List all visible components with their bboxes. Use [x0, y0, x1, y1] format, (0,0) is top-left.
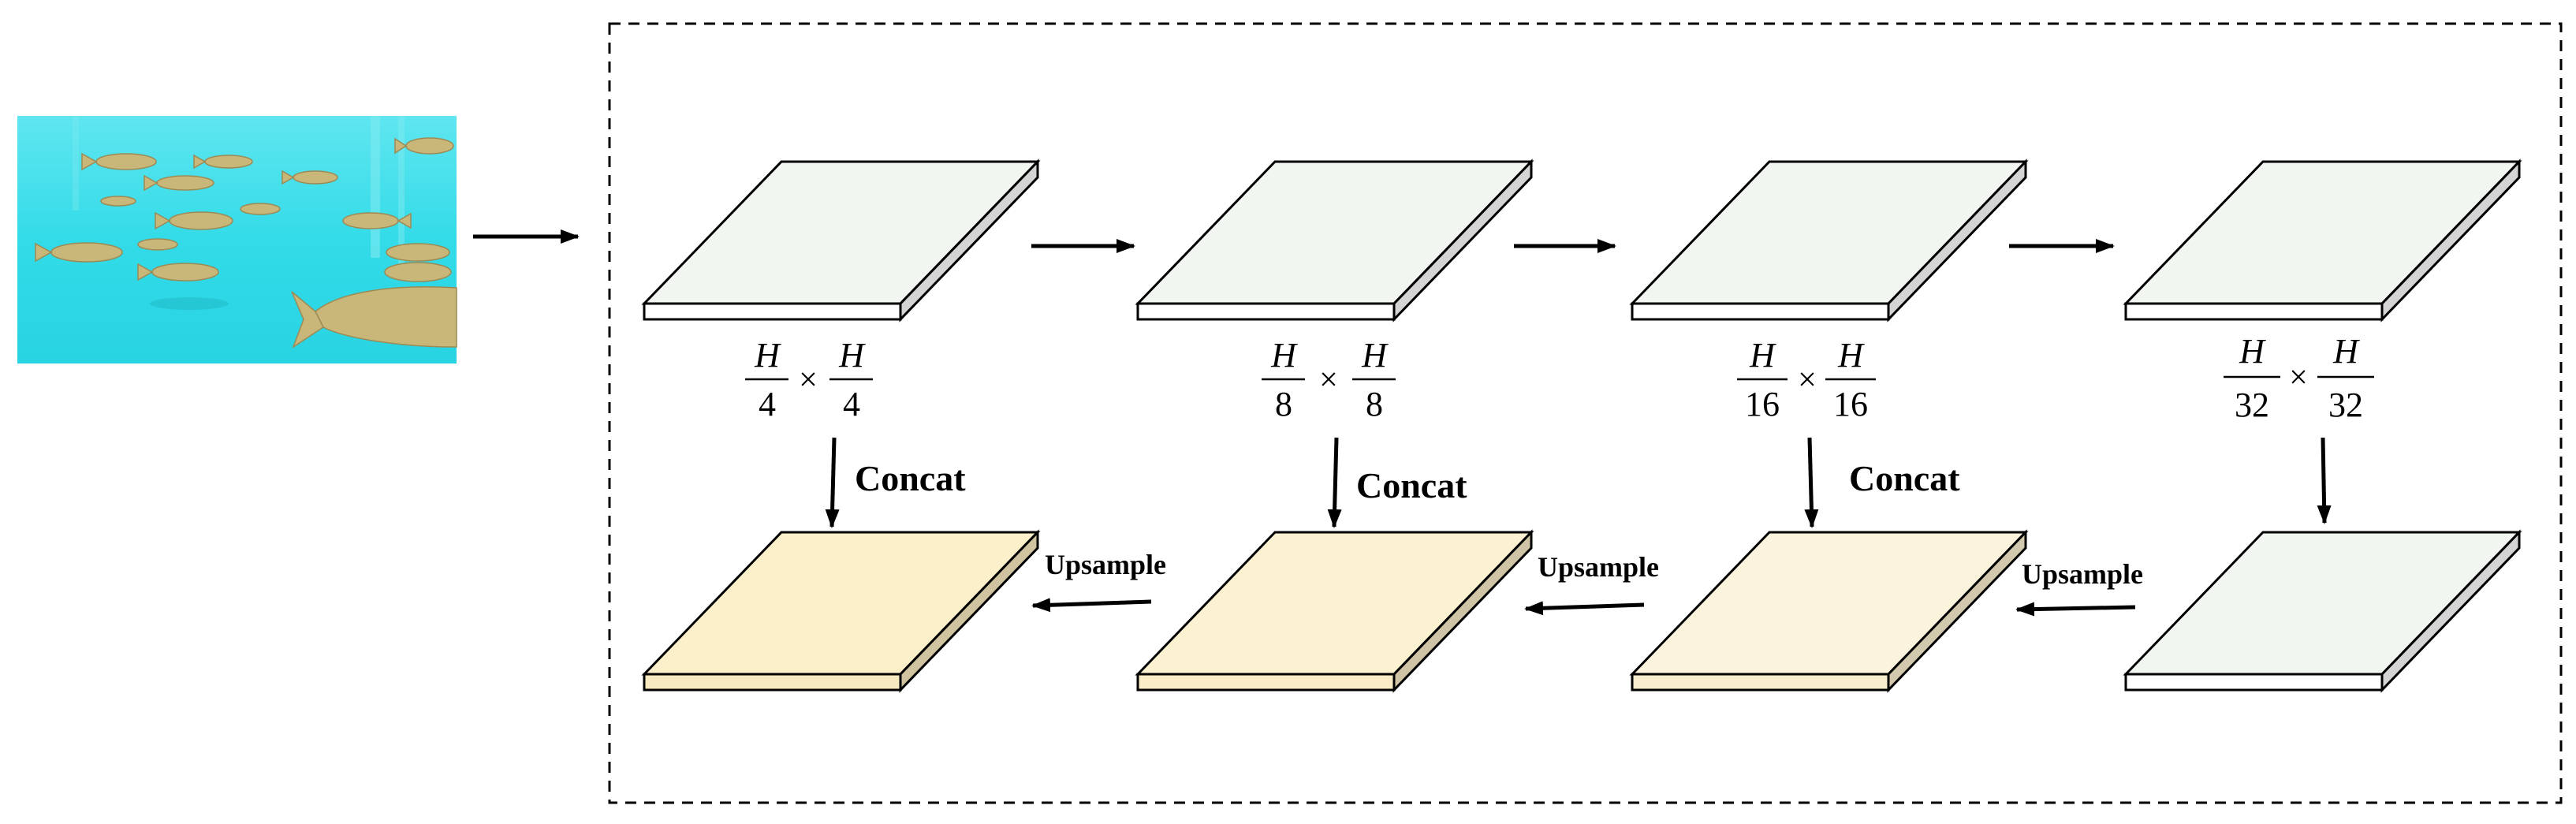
- scale-numerator: H: [2239, 332, 2266, 371]
- scale-denominator: 32: [2328, 386, 2363, 424]
- decoder-feature-map: [1629, 529, 2029, 693]
- scale-label-8: H 8 × H 8: [1262, 336, 1396, 423]
- encoder-feature-map: [1629, 158, 2029, 323]
- downward-arrow: [2317, 437, 2332, 524]
- input-image: [17, 116, 457, 364]
- scale-label-4: H 4 × H 4: [745, 336, 873, 423]
- scale-denominator: 4: [843, 385, 860, 423]
- scale-numerator: H: [1837, 336, 1865, 375]
- scale-denominator: 8: [1366, 385, 1383, 423]
- upsample-label: Upsample: [1045, 549, 1166, 580]
- scale-numerator: H: [1749, 336, 1776, 375]
- encoder-feature-map: [2123, 158, 2522, 323]
- scale-numerator: H: [1270, 336, 1298, 375]
- network-boundary: [608, 22, 2563, 804]
- concat-label: Concat: [1849, 458, 1960, 498]
- scale-denominator: 16: [1833, 385, 1868, 423]
- concat-arrow: [1327, 437, 1342, 528]
- fish-school-icon: [35, 137, 457, 349]
- scale-numerator: H: [838, 336, 866, 375]
- concat-label: Concat: [1356, 465, 1467, 505]
- scale-numerator: H: [2332, 332, 2360, 371]
- scale-numerator: H: [1361, 336, 1389, 375]
- concat-label: Concat: [855, 458, 966, 498]
- encoder-feature-map: [641, 158, 1041, 323]
- scale-denominator: 32: [2235, 386, 2269, 424]
- decoder-feature-map: [641, 529, 1041, 693]
- upsample-arrow: [2015, 602, 2136, 617]
- scale-label-16: H 16 × H 16: [1737, 336, 1876, 423]
- decoder-row: [641, 529, 2522, 693]
- times-symbol: ×: [1798, 362, 1817, 398]
- scale-numerator: H: [754, 336, 781, 375]
- times-symbol: ×: [799, 362, 818, 398]
- scale-label-32: H 32 × H 32: [2224, 332, 2374, 424]
- upsample-arrow: [1524, 601, 1645, 616]
- scale-denominator: 4: [759, 385, 776, 423]
- concat-arrow: [825, 437, 840, 528]
- scale-denominator: 16: [1745, 385, 1780, 423]
- scale-denominator: 8: [1275, 385, 1292, 423]
- concat-arrow: [1804, 437, 1819, 528]
- upsample-arrow: [1031, 598, 1152, 613]
- upsample-label: Upsample: [2022, 558, 2143, 590]
- times-symbol: ×: [1319, 362, 1338, 398]
- times-symbol: ×: [2289, 360, 2308, 396]
- decoder-feature-map: [1135, 529, 1534, 693]
- encoder-feature-map: [1135, 158, 1534, 323]
- upsample-label: Upsample: [1538, 551, 1659, 583]
- decoder-feature-map: [2123, 529, 2522, 693]
- encoder-row: [641, 158, 2522, 323]
